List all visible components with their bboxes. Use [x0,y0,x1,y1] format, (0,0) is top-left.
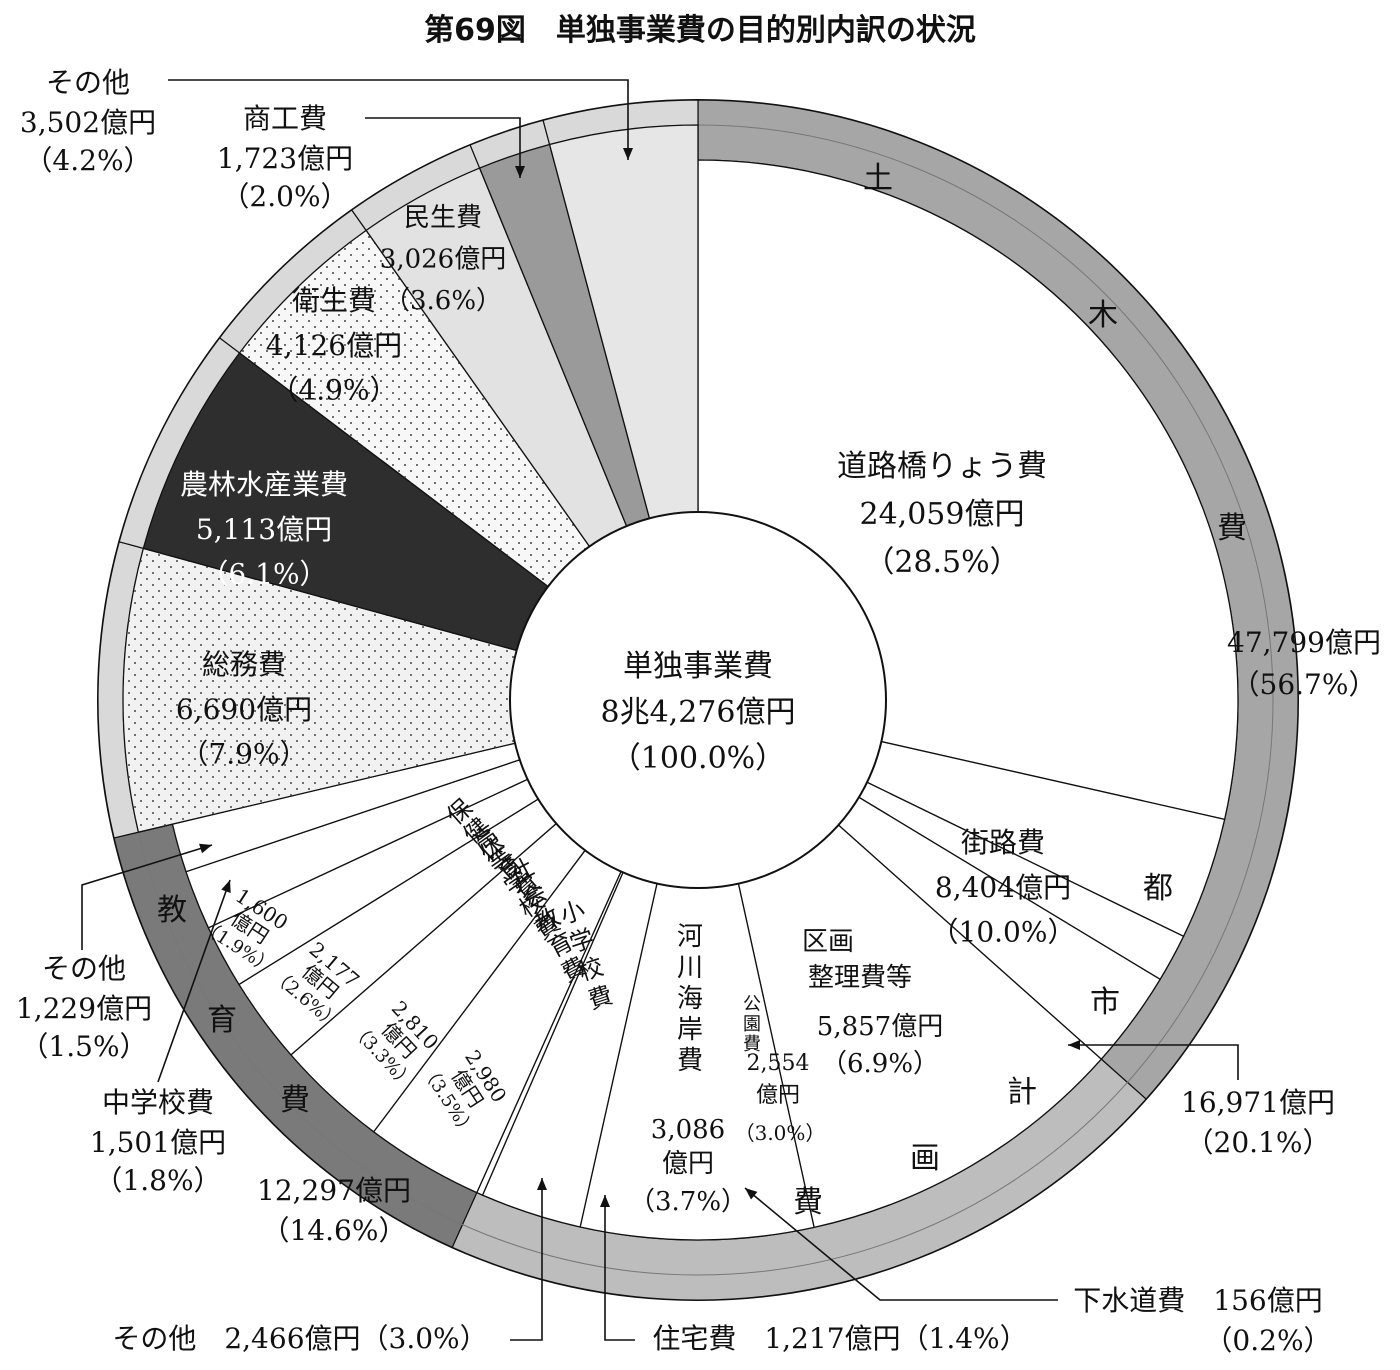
label-kasen-value: 3,086 [651,1115,725,1145]
label-somu-pct: （7.9%） [180,738,307,771]
label-somu-value: 6,690億円 [176,693,312,726]
leader-lines [81,79,1239,1341]
label-koen-value: 2,554 [747,1051,810,1076]
slice-wedges [122,124,1239,1241]
label-somu-name: 総務費 [202,648,286,681]
label-kukaku-pct: （6.9%） [821,1049,939,1079]
label-chugakko-value: 1,501億円 [90,1126,226,1159]
label-kyoiku_other-value: 1,229億円 [16,992,152,1025]
label-shoko-name: 商工費 [243,102,327,135]
label-norin-name: 農林水産業費 [180,468,348,501]
chart-title: 第69図 単独事業費の目的別内訳の状況 [424,13,976,48]
label-koen-name-char: 園 [743,1014,761,1035]
leader-chugakko-arrow [221,880,231,893]
ring-toshi-char: 計 [1007,1075,1037,1110]
leader-gesui [744,1187,1058,1301]
slice-pattern-somu [122,548,517,833]
ring-kyoiku-char: 費 [280,1083,310,1118]
center-circle [509,511,887,889]
slice-labels: 単独事業費 8兆4,276億円 （100.0%） 道路橋りょう費 24,059億円 （28… [16,66,1381,1357]
label-kasen-pct: （3.7%） [629,1187,747,1217]
center-name: 単独事業費 [623,649,773,684]
center-value: 8兆4,276億円 [601,695,796,730]
leader-toshi-arrow [1068,1040,1080,1050]
group-kyoiku-value: 12,297億円 [257,1174,411,1207]
label-shoko-value: 1,723億円 [217,142,353,175]
label-gairo-pct: （10.0%） [931,916,1076,949]
leader-jutaku-arrow [600,1195,610,1207]
label-kasen-name-char: 海 [677,984,703,1014]
label-kasen-name-char: 河 [677,922,703,952]
label-gesui-line1: 下水道費 156億円 [1073,1284,1322,1317]
label-kukaku-name-1: 区画 [802,927,854,957]
label-koen-name: 公園費 [743,994,761,1055]
label-koen-unit: 億円 [756,1083,800,1108]
label-minsei-name: 民生費 [404,203,482,233]
label-douro-pct: （28.5%） [864,545,1019,580]
label-douro-value: 24,059億円 [860,497,1025,532]
group-doboku-value: 47,799億円 [1227,626,1381,659]
leader-chugakko [157,879,231,1083]
label-kasen-name-char: 川 [677,953,703,983]
leader-shoko-arrow [515,166,525,178]
label-kasen-name-char: 費 [677,1046,703,1076]
label-kukaku-value: 5,857億円 [817,1012,943,1042]
leader-shoko [365,117,521,178]
slice-pattern-eisei [239,230,590,587]
group-toshi-pct: （20.1%） [1186,1126,1331,1159]
leader-gesui-arrow [745,1188,758,1200]
ring-doboku-char: 費 [1217,511,1247,546]
label-koen-pct: （3.0%） [735,1121,826,1145]
label-gairo-value: 8,404億円 [935,871,1071,904]
label-chugakko-name: 中学校費 [102,1086,214,1119]
ring-kyoiku-char: 育 [207,1003,237,1038]
center-pct: （100.0%） [611,741,785,776]
leader-kyoiku-other [81,844,213,950]
label-gesui-pct: （0.2%） [1204,1324,1331,1357]
label-doboku_other: その他 2,466億円（3.0%） [112,1322,487,1355]
leader-kyoiku-other-arrow [199,843,212,854]
leader-other-arrow [623,148,633,160]
label-eisei-value: 4,126億円 [266,329,402,362]
label-other-name: その他 [46,66,130,99]
leader-toshi [1068,1044,1239,1080]
leader-jutaku [604,1195,635,1341]
label-minsei-value: 3,026億円 [380,245,506,275]
label-other-pct: （4.2%） [24,144,151,177]
label-minsei-pct: （3.6%） [384,286,502,316]
label-kasen-name-char: 岸 [677,1015,703,1045]
leader-doboku-other-arrow [537,1178,547,1190]
label-kukaku-name-2: 整理費等 [808,963,912,993]
label-kasen-unit: 億円 [662,1149,714,1179]
label-jutaku: 住宅費 1,217億円（1.4%） [652,1322,1027,1355]
label-gairo-name: 街路費 [961,826,1045,859]
label-norin-value: 5,113億円 [196,513,332,546]
label-koen-name-char: 公 [743,994,761,1015]
label-other-value: 3,502億円 [20,106,156,139]
label-shoko-pct: （2.0%） [221,180,348,213]
label-kyoiku_other-name: その他 [42,952,126,985]
leader-doboku-other [510,1178,543,1341]
label-eisei-name: 衛生費 [292,284,376,317]
group-kyoiku-pct: （14.6%） [262,1214,407,1247]
group-doboku-pct: （56.7%） [1232,668,1377,701]
ring-toshi-char: 都 [1143,871,1173,906]
label-eisei-pct: （4.9%） [270,374,397,407]
ring-toshi-char: 画 [910,1141,940,1176]
label-douro-name: 道路橋りょう費 [837,449,1047,484]
label-kyoiku_other-pct: （1.5%） [20,1030,147,1063]
group-toshi-value: 16,971億円 [1181,1086,1335,1119]
ring-doboku-char: 土 [863,161,893,196]
label-chugakko-pct: （1.8%） [94,1164,221,1197]
label-norin-pct: （6.1%） [200,558,327,591]
ring-toshi-char: 市 [1090,985,1120,1020]
ring-doboku-char: 木 [1088,298,1118,333]
label-koen-name-char: 費 [743,1034,761,1055]
ring-kyoiku-char: 教 [157,893,187,928]
ring-toshi-char: 費 [793,1185,823,1220]
leader-other [168,79,629,160]
center-hub [509,511,887,889]
